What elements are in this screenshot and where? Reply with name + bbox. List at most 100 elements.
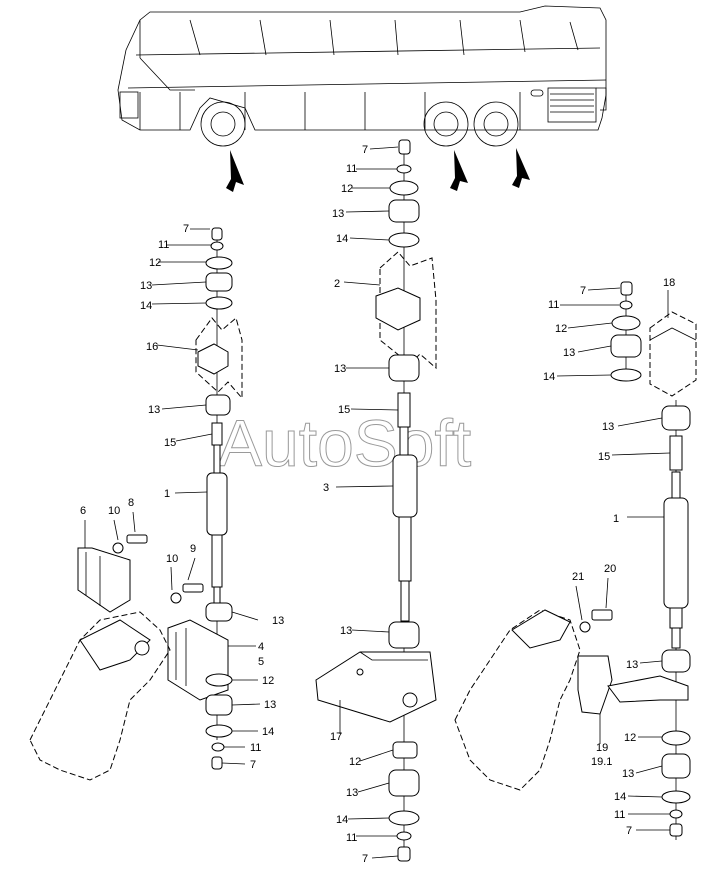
part-number-label: 11 <box>158 239 169 251</box>
part-number-label: 13 <box>622 768 634 780</box>
part-number-label: 9 <box>190 543 196 555</box>
part-number-label: 2 <box>334 278 340 290</box>
part-number-label: 14 <box>336 814 348 826</box>
part-number-label: 10 <box>166 553 178 565</box>
leader-line <box>556 374 612 377</box>
leader-line <box>575 585 583 621</box>
leader-line <box>577 345 612 353</box>
leader-line <box>587 287 621 291</box>
watermark: AutoSoft <box>218 406 471 480</box>
part-number-label: 11 <box>614 809 625 821</box>
part-number-label: 12 <box>262 675 274 687</box>
part-number-label: 21 <box>572 571 584 583</box>
part-number-label: 13 <box>340 625 352 637</box>
part-number-label: 11 <box>548 299 559 311</box>
part-number-label: 1 <box>613 513 619 525</box>
leader-line <box>221 762 246 765</box>
part-number-label: 13 <box>272 615 284 627</box>
part-number-label: 13 <box>148 404 160 416</box>
part-number-label: 11 <box>346 832 357 844</box>
leader-line <box>369 146 399 150</box>
part-number-label: 13 <box>332 208 344 220</box>
part-number-label: 7 <box>626 825 632 837</box>
part-number-label: 7 <box>362 144 368 156</box>
leader-line <box>113 519 119 541</box>
part-number-label: 1 <box>164 488 170 500</box>
leader-line <box>635 765 663 774</box>
part-number-label: 15 <box>598 451 610 463</box>
part-number-label: 13 <box>334 363 346 375</box>
leader-line <box>627 795 663 798</box>
part-number-label: 11 <box>250 742 261 754</box>
part-number-label: 7 <box>183 223 189 235</box>
part-number-label: 3 <box>323 482 329 494</box>
leader-line <box>611 452 671 456</box>
bus-illustration <box>117 5 607 147</box>
leader-line <box>174 491 208 494</box>
part-number-label: 14 <box>614 791 626 803</box>
part-number-label: 8 <box>128 497 134 509</box>
part-number-label: 19 <box>596 742 608 754</box>
leader-line <box>151 302 207 305</box>
leader-line <box>347 817 390 820</box>
part-number-label: 14 <box>140 300 152 312</box>
leader-line <box>335 485 394 488</box>
part-number-label: 12 <box>341 183 353 195</box>
leader-line <box>132 511 136 533</box>
part-number-label: 11 <box>346 163 357 175</box>
part-number-label: 16 <box>146 341 158 353</box>
part-number-label: 12 <box>624 732 636 744</box>
part-number-label: 10 <box>108 505 120 517</box>
leader-line <box>345 210 390 213</box>
leader-line <box>351 629 390 633</box>
part-number-label: 19.1 <box>591 756 612 768</box>
leader-line <box>170 566 173 591</box>
part-number-label: 13 <box>563 347 575 359</box>
part-number-label: 13 <box>346 787 358 799</box>
part-number-label: 7 <box>362 853 368 865</box>
part-number-label: 13 <box>602 421 614 433</box>
arrow-icon <box>226 150 244 192</box>
leader-line <box>617 417 663 427</box>
leader-line <box>567 322 613 329</box>
left-assembly <box>29 227 243 781</box>
part-number-label: 18 <box>663 277 675 289</box>
leader-line <box>349 237 390 241</box>
leader-line <box>359 749 394 762</box>
part-number-label: 13 <box>264 699 276 711</box>
part-number-label: 7 <box>250 759 256 771</box>
part-number-label: 12 <box>555 323 567 335</box>
part-number-label: 5 <box>258 656 264 668</box>
part-number-label: 14 <box>336 233 348 245</box>
right-assembly <box>454 281 697 840</box>
leader-line <box>639 660 663 664</box>
middle-assembly <box>315 139 437 862</box>
part-number-label: 12 <box>149 257 161 269</box>
leader-line <box>175 433 213 442</box>
part-number-label: 17 <box>330 731 342 743</box>
leader-line <box>151 281 207 286</box>
part-number-label: 13 <box>140 280 152 292</box>
part-number-label: 15 <box>164 437 176 449</box>
leader-line <box>156 344 199 351</box>
part-number-label: 20 <box>604 563 616 575</box>
part-number-label: 12 <box>349 756 361 768</box>
part-number-label: 6 <box>80 505 86 517</box>
part-number-label: 13 <box>626 659 638 671</box>
pointer-arrows <box>226 148 530 192</box>
leader-line <box>187 557 196 581</box>
part-number-label: 4 <box>258 641 264 653</box>
leader-line <box>343 281 381 286</box>
part-number-label: 7 <box>580 285 586 297</box>
part-number-label: 14 <box>262 726 274 738</box>
leader-line <box>371 855 399 859</box>
arrow-icon <box>512 148 530 188</box>
leader-line <box>161 404 207 410</box>
part-number-label: 15 <box>338 404 350 416</box>
leader-line <box>350 408 399 411</box>
arrow-icon <box>450 150 468 191</box>
leader-line <box>605 577 609 609</box>
leader-line <box>231 611 259 621</box>
